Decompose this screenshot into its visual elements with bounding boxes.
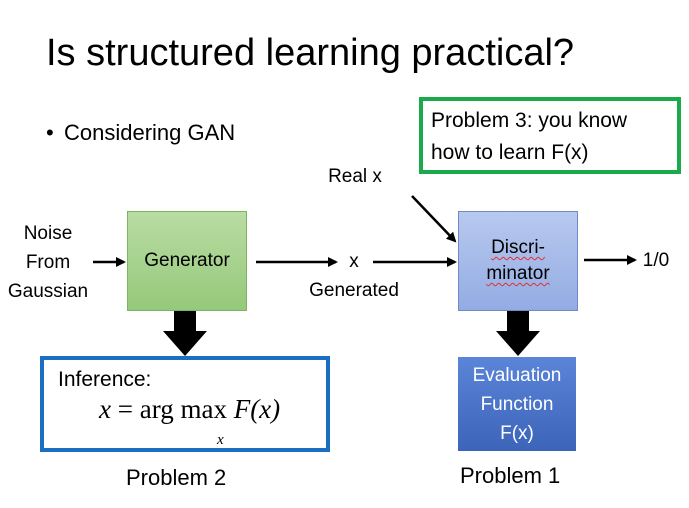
discriminator-label-line1: Discri- [491,237,545,258]
generator-box: Generator [127,211,247,311]
realx-to-discriminator-arrow [411,195,457,243]
inference-box: Inference: x = arg max F(x) x [40,356,330,452]
inference-label: Inference: [58,368,152,391]
generated-x-label: x Generated [309,251,399,301]
real-x-label: Real x [328,166,382,187]
discriminator-down-arrow-icon [496,311,540,356]
bullet-dot-icon: • [46,120,54,145]
discriminator-box: Discri- minator [458,211,578,311]
problem2-label: Problem 2 [126,465,227,490]
output-label: 1/0 [642,250,670,271]
slide-title: Is structured learning practical? [46,32,575,74]
evaluation-function-box: Evaluation Function F(x) [458,357,576,451]
problem1-label: Problem 1 [460,463,561,488]
bullet-item: • Considering GAN [46,120,235,146]
argmax-formula: x = arg max F(x) x [99,394,281,448]
discriminator-label-line2: minator [486,263,550,284]
problem3-box: Problem 3: you know how to learn F(x) [419,97,681,174]
generator-label: Generator [144,250,230,271]
bullet-text: Considering GAN [64,120,236,145]
noise-label: Noise From Gaussian [7,223,89,302]
generator-down-arrow-icon [163,311,207,356]
